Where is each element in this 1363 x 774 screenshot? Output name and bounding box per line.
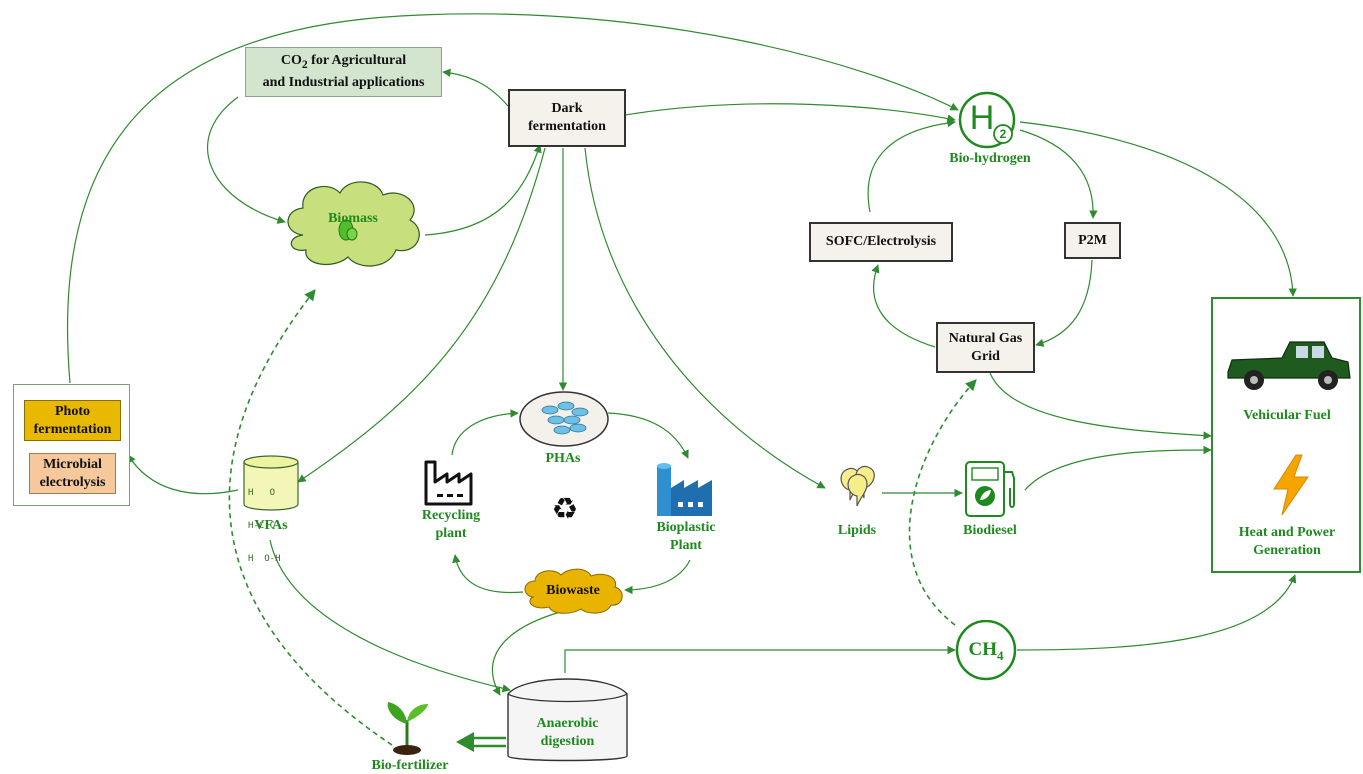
p2m-label: P2M — [1078, 232, 1107, 248]
dark-fermentation-line2: fermentation — [528, 119, 606, 134]
lightning-icon — [1273, 454, 1309, 516]
bioplastic-line1: Bioplastic — [656, 520, 716, 535]
ch4-circle-icon — [955, 620, 1017, 681]
vfas-label: VFAs — [254, 518, 288, 533]
sofc-electrolysis-box: SOFC/Electrolysis — [809, 222, 953, 262]
ch4-symbol: CH — [968, 639, 998, 660]
arrow-h2-to-vehicle — [1019, 121, 1297, 297]
ad-line2: digestion — [540, 734, 595, 749]
arrow-vfas-to-photo — [127, 454, 239, 495]
biowaste-cloud — [524, 568, 623, 614]
vfas-formula-line3: H O-H — [248, 554, 281, 564]
lipid-droplets-icon — [840, 465, 875, 507]
p2m-box: P2M — [1064, 222, 1121, 259]
microbial-electrolysis-box: Microbial electrolysis — [29, 453, 116, 494]
grid-label-line1: Natural Gas — [948, 330, 1023, 346]
heat-power-line1: Heat and Power — [1238, 525, 1336, 540]
h2-circle-icon — [958, 91, 1016, 149]
co2-box: CO2 for Agricultural and Industrial appl… — [245, 47, 442, 97]
bioplastic-plant-label: Bioplastic Plant — [640, 519, 732, 555]
recycling-line1: Recycling — [421, 508, 481, 523]
phas-label: PHAs — [545, 451, 581, 466]
arrow-sofc-to-h2 — [867, 118, 956, 213]
bioplastic-factory-icon — [657, 463, 712, 516]
arrow-biodiesel-to-vehicle — [1024, 445, 1212, 491]
factory-icon — [424, 460, 473, 506]
heat-power-line2: Generation — [1253, 543, 1321, 558]
biomass-leaf-icon — [338, 219, 358, 241]
biomass-cloud — [287, 181, 420, 267]
grid-label-line2: Grid — [971, 348, 1000, 364]
h2-symbol: H — [969, 99, 995, 137]
arrow-biowaste-to-ad — [491, 611, 561, 696]
arrow-df-to-h2 — [624, 103, 956, 123]
recycle-icon: ♻ — [551, 492, 579, 527]
arrow-biowaste-to-recycle — [452, 554, 524, 594]
microbial-line2: electrolysis — [39, 474, 106, 490]
anaerobic-digestion-label: Anaerobic digestion — [515, 715, 620, 751]
arrow-df-to-vfas — [297, 147, 546, 483]
plant-sprout-icon — [387, 702, 428, 755]
co2-label-line2: and Industrial applications — [262, 74, 425, 90]
recycling-line2: plant — [435, 526, 467, 541]
car-icon — [1227, 341, 1351, 390]
arrow-grid-to-sofc — [871, 264, 936, 348]
co2-prefix: CO — [280, 53, 302, 69]
h2-subscript: 2 — [999, 127, 1007, 141]
biomass-label: Biomass — [328, 211, 378, 226]
arrow-photo-to-h2 — [66, 13, 959, 384]
co2-label-line1: for Agricultural — [307, 53, 407, 69]
vfas-formula: H O H-C-C H O-H — [248, 466, 298, 576]
dashed-ch4-to-grid — [908, 379, 977, 626]
arrow-biomass-to-df — [424, 144, 542, 236]
arrow-bioplastic-to-biowaste — [624, 559, 691, 595]
arrow-phas-to-bioplastic — [607, 412, 689, 459]
bio-hydrogen-label: Bio-hydrogen — [949, 151, 1031, 166]
vfas-formula-line2: H-C-C — [248, 521, 276, 531]
output-panel — [1211, 297, 1361, 573]
photo-line2: fermentation — [33, 421, 112, 437]
digester-tank-icon — [507, 678, 628, 762]
natural-gas-grid-box: Natural Gas Grid — [936, 322, 1035, 373]
bio-fertilizer-label: Bio-fertilizer — [371, 758, 449, 773]
arrow-df-to-co2 — [442, 68, 509, 107]
photo-fermentation-box: Photo fermentation — [24, 400, 121, 441]
ad-to-fertilizer-arrow — [456, 732, 506, 752]
biodiesel-pump-icon — [965, 461, 1015, 517]
arrow-ch4-to-heat — [1016, 574, 1297, 651]
arrow-co2-to-biomass — [207, 96, 286, 224]
vfas-formula-line1: H O — [248, 488, 276, 498]
ad-line1: Anaerobic — [536, 716, 599, 731]
co2-subscript: 2 — [301, 57, 308, 71]
microbial-line1: Microbial — [43, 456, 102, 472]
ch4-subscript: 4 — [997, 647, 1004, 663]
arrow-recycle-to-phas — [451, 409, 519, 456]
dark-fermentation-box: Dark fermentation — [508, 89, 626, 147]
arrow-vfas-to-ad — [269, 539, 511, 693]
pha-pellets-icon — [519, 391, 609, 447]
arrow-h2-to-p2m — [1019, 129, 1098, 219]
bioplastic-line2: Plant — [670, 538, 702, 553]
vehicular-fuel-label: Vehicular Fuel — [1243, 408, 1331, 423]
dashed-fertilizer-to-biomass — [228, 289, 393, 746]
biodiesel-label: Biodiesel — [963, 523, 1017, 538]
dark-fermentation-line1: Dark — [551, 101, 583, 116]
biowaste-label: Biowaste — [546, 583, 600, 598]
arrow-p2m-to-grid — [1035, 259, 1093, 347]
ch4-label: CH4 — [955, 639, 1017, 667]
vfas-cylinder-icon — [243, 455, 299, 511]
lipids-label: Lipids — [837, 523, 877, 538]
photo-line1: Photo — [55, 403, 90, 419]
heat-power-label: Heat and Power Generation — [1215, 524, 1359, 560]
arrow-ad-to-ch4 — [564, 645, 956, 673]
sofc-label: SOFC/Electrolysis — [825, 234, 937, 249]
recycling-plant-label: Recycling plant — [410, 507, 492, 543]
arrow-grid-to-vehicle — [989, 372, 1212, 440]
arrow-df-to-lipids — [584, 147, 826, 489]
